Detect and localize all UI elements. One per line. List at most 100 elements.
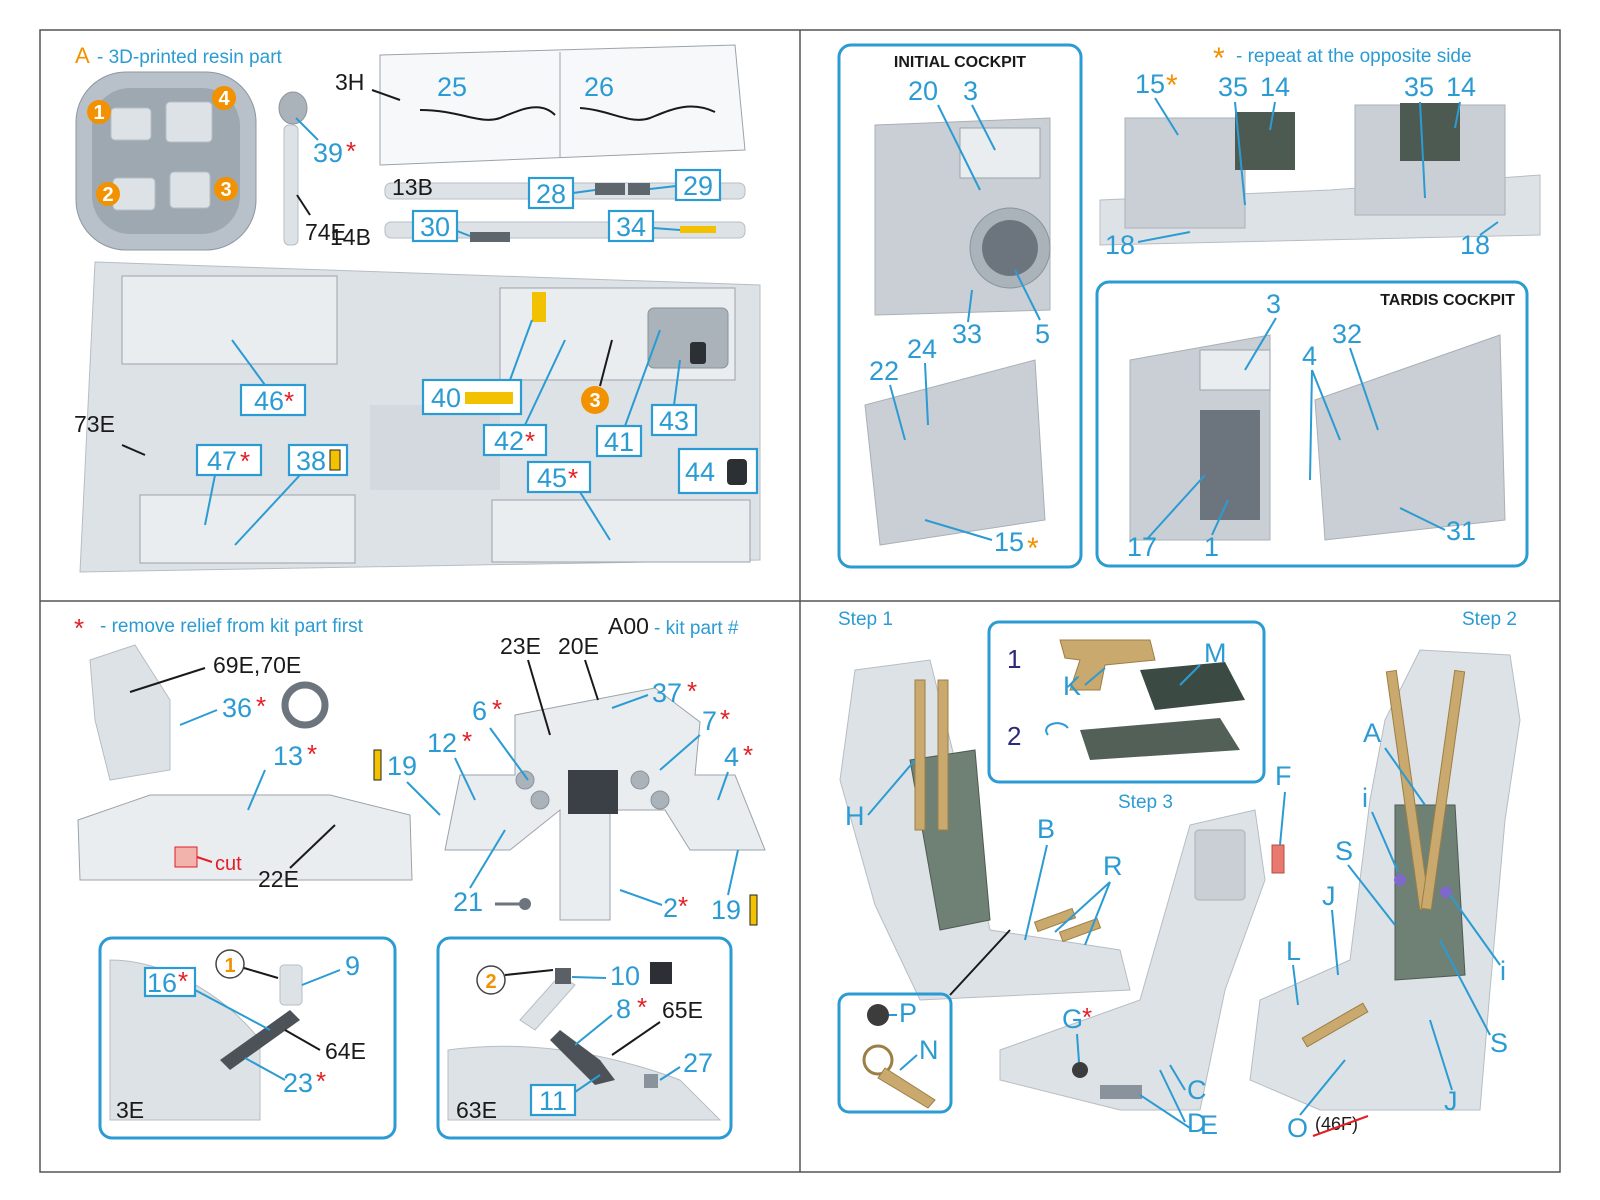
leader-E xyxy=(1139,1094,1191,1129)
label-24: 24 xyxy=(907,334,937,364)
initial-cockpit-frame xyxy=(837,43,1083,569)
legend-kit-text: - kit part # xyxy=(654,618,739,639)
label-A: A xyxy=(1363,718,1381,748)
leader-38 xyxy=(234,474,301,546)
asterisk-4-kit: * xyxy=(743,740,753,770)
leader-i-right xyxy=(1449,894,1501,966)
label-1-tardis: 1 xyxy=(1204,532,1219,562)
leader-16 xyxy=(194,989,271,1031)
decal-30 xyxy=(470,232,510,242)
seat-1-cushion xyxy=(909,749,991,931)
seat-1-belt-left xyxy=(914,679,926,831)
label-C: C xyxy=(1187,1075,1207,1105)
label-13: 13 xyxy=(273,741,303,771)
leader-15-initial xyxy=(924,519,993,541)
label-i-right: i xyxy=(1500,956,1506,986)
label-S-left: S xyxy=(1335,836,1353,866)
label-31: 31 xyxy=(1446,516,1476,546)
label-42: 42 xyxy=(494,426,524,456)
stick-shaft xyxy=(283,124,299,246)
leader-5 xyxy=(1014,269,1041,321)
control-stick: 39 * 74E xyxy=(278,91,356,246)
resin-part-1 xyxy=(110,107,152,141)
label-13B: 13B xyxy=(392,174,433,200)
seat-1-belt-right xyxy=(937,679,949,831)
leader-H xyxy=(867,759,916,816)
decal-29 xyxy=(628,183,650,195)
leader-G xyxy=(1076,1033,1080,1063)
label-16: 16 xyxy=(147,968,177,998)
box-30 xyxy=(411,209,459,243)
leader-S-left xyxy=(1347,864,1396,926)
label-15-initial: 15 xyxy=(994,527,1024,557)
leader-3H xyxy=(371,89,401,101)
leader-J-right xyxy=(1429,1019,1453,1091)
part-K xyxy=(1059,639,1156,691)
assembled-km xyxy=(1080,718,1240,760)
leader-21 xyxy=(469,829,506,889)
box-29 xyxy=(674,168,722,202)
label-18-left: 18 xyxy=(1105,230,1135,260)
box-43 xyxy=(650,403,698,437)
seat-1-leg-strap-a xyxy=(1033,907,1077,933)
seat-2-body xyxy=(1249,649,1521,1111)
leader-cut xyxy=(196,856,213,863)
leader-9 xyxy=(301,969,341,986)
part-G-knob xyxy=(1072,1062,1088,1078)
inset-3E-frame xyxy=(98,936,397,1140)
label-14B: 14B xyxy=(330,224,371,250)
part-M xyxy=(1140,662,1245,710)
part-69E-70E xyxy=(89,644,171,781)
label-R: R xyxy=(1103,851,1123,881)
step-2-title: Step 2 xyxy=(1462,609,1517,630)
decal-34 xyxy=(680,226,716,233)
label-2-kit: 2 xyxy=(663,893,678,923)
label-18-right: 18 xyxy=(1460,230,1490,260)
leader-39 xyxy=(295,117,319,141)
decal-19-right-swatch xyxy=(749,894,758,926)
decal-40-swatch xyxy=(465,392,513,404)
leader-34 xyxy=(652,227,681,231)
seat-step-2 xyxy=(1249,649,1521,1111)
legend-orange-asterisk: * xyxy=(1213,42,1225,75)
circle-3 xyxy=(214,177,238,201)
leader-R-a xyxy=(1054,881,1111,933)
asterisk-15-initial: * xyxy=(1027,532,1039,565)
label-14-right: 14 xyxy=(1446,72,1476,102)
gauge-7a xyxy=(630,770,650,790)
circle-2 xyxy=(96,182,120,206)
label-63E: 63E xyxy=(456,1097,497,1123)
label-J-right: J xyxy=(1444,1086,1458,1116)
label-64E: 64E xyxy=(325,1038,366,1064)
seat-step-3 xyxy=(999,809,1285,1111)
label-11: 11 xyxy=(539,1086,567,1116)
label-39: 39 xyxy=(313,138,343,168)
mfd-screen-right xyxy=(1400,103,1460,161)
canopy-3H: 3H 25 26 xyxy=(335,44,746,166)
initial-radar-screen xyxy=(982,220,1038,276)
leader-30 xyxy=(456,230,471,237)
canopy-curve-25 xyxy=(419,106,556,121)
leader-11 xyxy=(574,1074,601,1093)
leader-B xyxy=(1024,844,1048,941)
seat-step-1 xyxy=(839,659,1131,1001)
legend-remove-text: - remove relief from kit part first xyxy=(100,616,364,637)
label-32: 32 xyxy=(1332,319,1362,349)
leader-4-tardis-a xyxy=(1311,369,1341,441)
label-3-initial: 3 xyxy=(963,76,978,106)
leader-46 xyxy=(231,339,266,386)
part-F-handle xyxy=(1271,844,1285,874)
part-N-strap xyxy=(877,1067,936,1109)
label-65E: 65E xyxy=(662,997,703,1023)
asterisk-39: * xyxy=(346,136,356,166)
box-42 xyxy=(482,423,548,457)
leader-3-initial xyxy=(971,104,996,151)
label-23-inset: 23 xyxy=(283,1068,313,1098)
label-6: 6 xyxy=(472,696,487,726)
label-46F-ref: (46F) xyxy=(1315,1114,1358,1134)
label-7: 7 xyxy=(702,706,717,736)
legend-a-letter: A xyxy=(75,43,90,68)
leader-7 xyxy=(659,734,701,771)
initial-gauges-panel xyxy=(959,127,1041,179)
leader-35-left xyxy=(1234,101,1246,206)
